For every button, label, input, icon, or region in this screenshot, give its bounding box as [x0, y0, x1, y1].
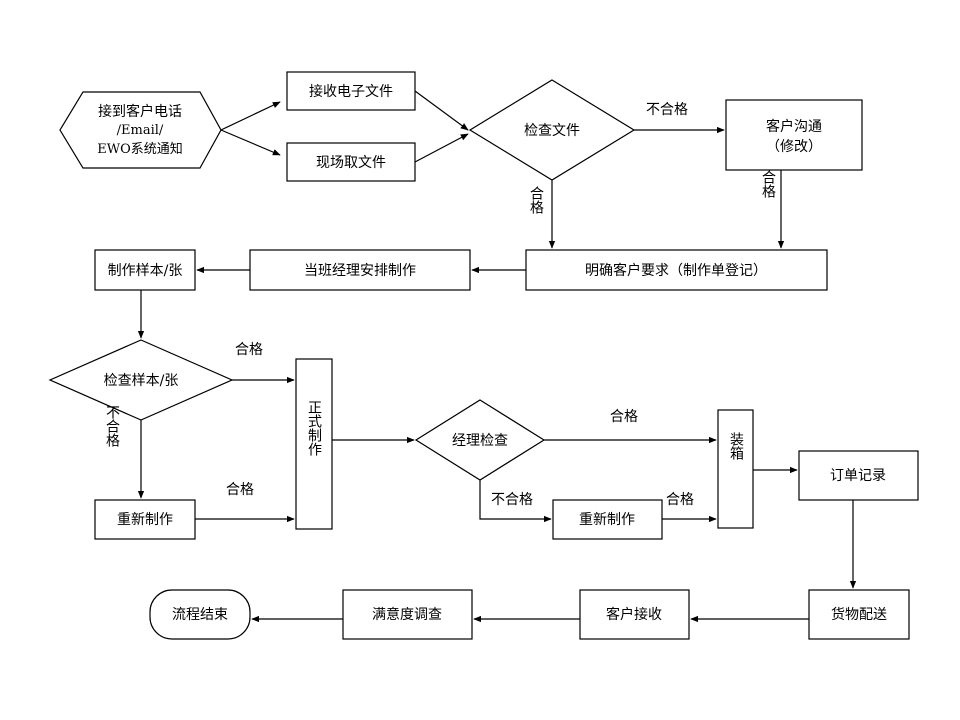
node-customer-receive-label: 客户接收: [606, 606, 662, 623]
node-onsite-file: 现场取文件: [286, 142, 416, 182]
label-pass-manager: 合格: [610, 409, 638, 425]
node-check-file-diamond: 检查文件: [468, 79, 636, 181]
node-packing-label: 装箱: [728, 432, 744, 460]
node-make-sample-label: 制作样本/张: [108, 263, 183, 279]
node-remake-1: 重新制作: [94, 499, 196, 540]
node-receive-electronic-file-label: 接收电子文件: [309, 83, 393, 100]
node-delivery: 货物配送: [808, 589, 910, 640]
node-check-file-label: 检查文件: [524, 123, 580, 139]
node-satisfaction-survey: 满意度调查: [342, 589, 473, 640]
node-start-line-1: 接到客户电话: [98, 103, 182, 120]
node-order-record: 订单记录: [798, 450, 919, 501]
node-packing: 装箱: [717, 409, 754, 529]
node-customer-communication-line-1: 客户沟通: [766, 118, 822, 135]
node-shift-manager-arrange: 当班经理安排制作: [249, 249, 471, 291]
edge-manager-check-to-remake: [479, 480, 552, 523]
node-manager-check-diamond: 经理检查: [414, 399, 546, 481]
edge-onsite-to-check: [414, 133, 469, 163]
node-order-record-label: 订单记录: [830, 468, 886, 484]
node-clarify-requirements-label: 明确客户要求（制作单登记）: [585, 262, 767, 279]
node-formal-production-label: 正式制作: [306, 400, 322, 456]
node-check-sample-diamond: 检查样本/张: [48, 339, 234, 421]
node-make-sample: 制作样本/张: [94, 249, 196, 291]
label-fail-to-comm: 不合格: [646, 102, 688, 118]
node-clarify-requirements: 明确客户要求（制作单登记）: [525, 249, 828, 291]
label-pass-remake-1: 合格: [226, 482, 254, 498]
node-delivery-label: 货物配送: [831, 606, 887, 623]
label-fail-sample: 不合格: [104, 405, 120, 447]
label-pass-remake-2: 合格: [666, 492, 694, 508]
node-customer-communication: 客户沟通 （修改）: [725, 99, 863, 171]
node-customer-receive: 客户接收: [579, 589, 690, 640]
node-manager-check-label: 经理检查: [452, 433, 508, 449]
node-satisfaction-survey-label: 满意度调查: [372, 606, 442, 623]
node-end-label: 流程结束: [172, 607, 228, 623]
node-remake-1-label: 重新制作: [117, 512, 173, 528]
edge-receive-to-check: [414, 90, 469, 131]
node-start-hexagon: 接到客户电话 /Email/ EWO系统通知: [59, 91, 222, 169]
node-onsite-file-label: 现场取文件: [316, 155, 386, 171]
node-formal-production: 正式制作: [295, 358, 333, 530]
label-pass-sample: 合格: [235, 342, 263, 358]
node-receive-electronic-file: 接收电子文件: [286, 71, 416, 111]
node-start-line-2: /Email/: [117, 123, 164, 138]
node-remake-2: 重新制作: [552, 499, 663, 540]
node-remake-2-label: 重新制作: [579, 512, 635, 528]
node-shift-manager-arrange-label: 当班经理安排制作: [304, 263, 416, 279]
edge-start-to-onsite: [220, 129, 281, 156]
edge-start-to-receive: [220, 101, 281, 131]
node-customer-communication-line-2: （修改）: [766, 139, 822, 155]
node-end-terminator: 流程结束: [149, 589, 251, 640]
label-pass-comm: 合格: [760, 170, 776, 198]
label-pass-check-file: 合格: [528, 186, 544, 214]
node-check-sample-label: 检查样本/张: [104, 373, 179, 389]
label-fail-manager: 不合格: [491, 492, 533, 508]
node-start-line-3: EWO系统通知: [97, 141, 183, 157]
edges: [137, 90, 857, 623]
